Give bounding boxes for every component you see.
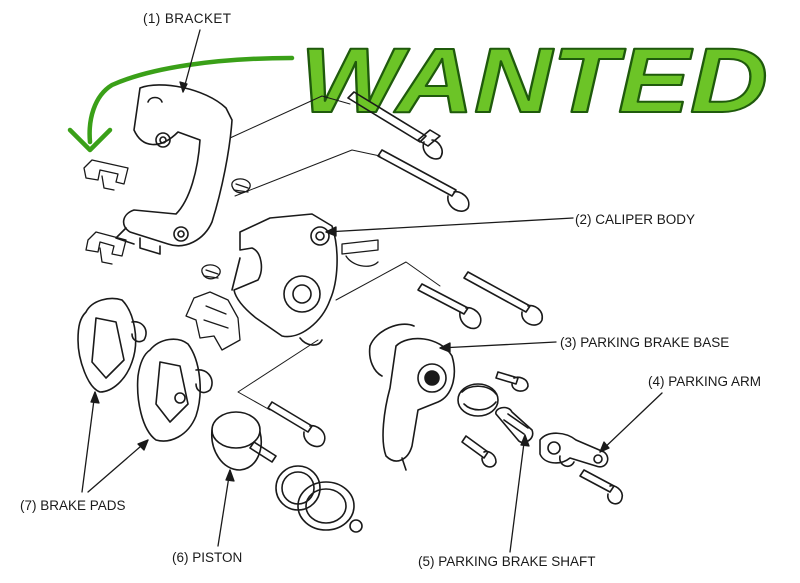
leader-shaft [509,434,526,553]
leader-lines [81,29,663,553]
piston-part [211,411,277,471]
pad-retainer [185,291,241,351]
leader-bracket [182,29,201,93]
wanted-stamp: WANTED [299,29,769,133]
leader-arm [599,392,663,453]
green-arrow [67,55,295,153]
leader-piston [217,469,231,547]
label-parking-brake-shaft: (5) PARKING BRAKE SHAFT [418,554,596,569]
caliper-body-part [231,213,338,346]
small-fittings [201,178,379,280]
label-bracket: (1) BRACKET [143,11,231,26]
parking-brake-base-part [368,323,456,471]
cam-boot [457,383,499,417]
label-parking-arm: (4) PARKING ARM [648,374,761,389]
leader-base [439,341,557,349]
brake-pads-part [77,297,213,442]
leader-pad-1 [81,391,96,493]
label-caliper-body: (2) CALIPER BODY [575,212,695,227]
bolts [267,91,624,505]
label-parking-brake-base: (3) PARKING BRAKE BASE [560,335,729,350]
parking-brake-shaft-part [495,406,534,444]
piston-seals [275,465,363,533]
pad-clips [83,159,129,265]
parking-arm-part [539,432,609,468]
leader-pad-2 [87,439,149,493]
label-brake-pads: (7) BRAKE PADS [20,498,126,513]
wanted-text: WANTED [300,30,768,132]
bracket-part [115,84,233,255]
label-piston: (6) PISTON [172,550,242,565]
leader-caliper [325,217,574,233]
